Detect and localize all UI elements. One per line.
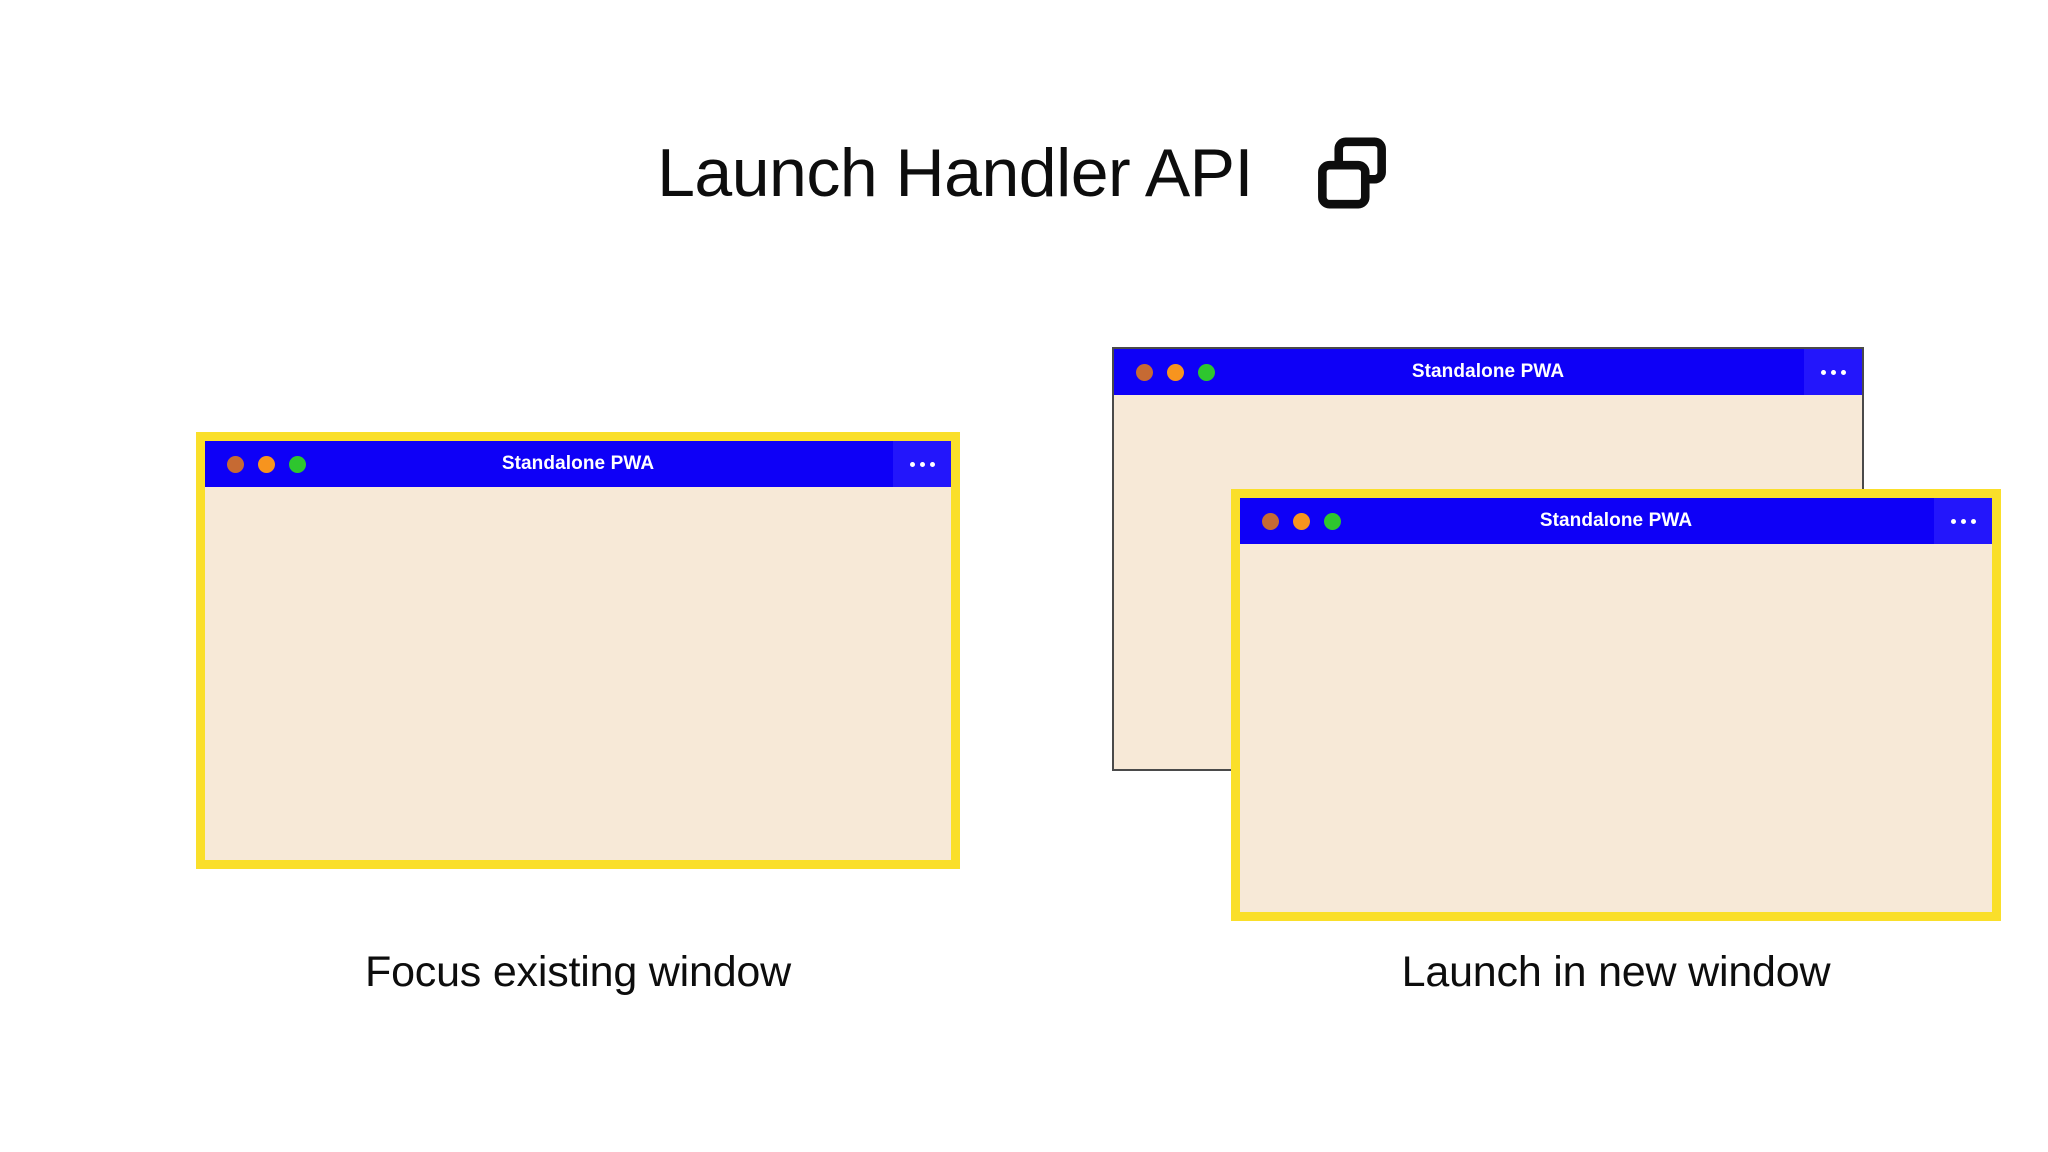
menu-dot [1970,518,1976,524]
maximize-dot[interactable] [1198,363,1215,381]
overflow-menu-icon[interactable] [1934,498,1992,544]
close-dot[interactable] [1262,512,1279,530]
titlebar[interactable]: Standalone PWA [1240,498,1992,544]
maximize-dot[interactable] [1324,512,1341,530]
page-header: Launch Handler API [0,118,2048,228]
caption-launch-new: Launch in new window [1401,948,1831,996]
close-dot[interactable] [1136,363,1153,381]
window-content-area [1240,544,1992,912]
menu-dot [1960,518,1966,524]
window-title: Standalone PWA [1411,361,1565,382]
overflow-menu-icon[interactable] [893,441,951,487]
maximize-dot[interactable] [289,455,306,473]
window-focus-existing[interactable]: Standalone PWA [196,432,960,869]
traffic-light-group [205,455,306,473]
page-title: Launch Handler API [657,135,1253,211]
menu-dot [929,461,935,467]
menu-dot [1840,369,1846,375]
menu-dot [909,461,915,467]
window-new-front[interactable]: Standalone PWA [1231,489,2001,921]
titlebar[interactable]: Standalone PWA [205,441,951,487]
traffic-light-group [1114,363,1215,381]
menu-dot [1820,369,1826,375]
window-title: Standalone PWA [501,453,655,474]
multi-window-icon [1318,137,1386,209]
overflow-menu-icon[interactable] [1804,349,1862,395]
window-title: Standalone PWA [1539,510,1693,531]
minimize-dot[interactable] [1293,512,1310,530]
window-content-area [205,487,951,860]
menu-dot [919,461,925,467]
menu-dot [1830,369,1836,375]
caption-focus-existing: Focus existing window [365,948,791,996]
minimize-dot[interactable] [258,455,275,473]
minimize-dot[interactable] [1167,363,1184,381]
titlebar[interactable]: Standalone PWA [1114,349,1862,395]
menu-dot [1950,518,1956,524]
close-dot[interactable] [227,455,244,473]
traffic-light-group [1240,512,1341,530]
